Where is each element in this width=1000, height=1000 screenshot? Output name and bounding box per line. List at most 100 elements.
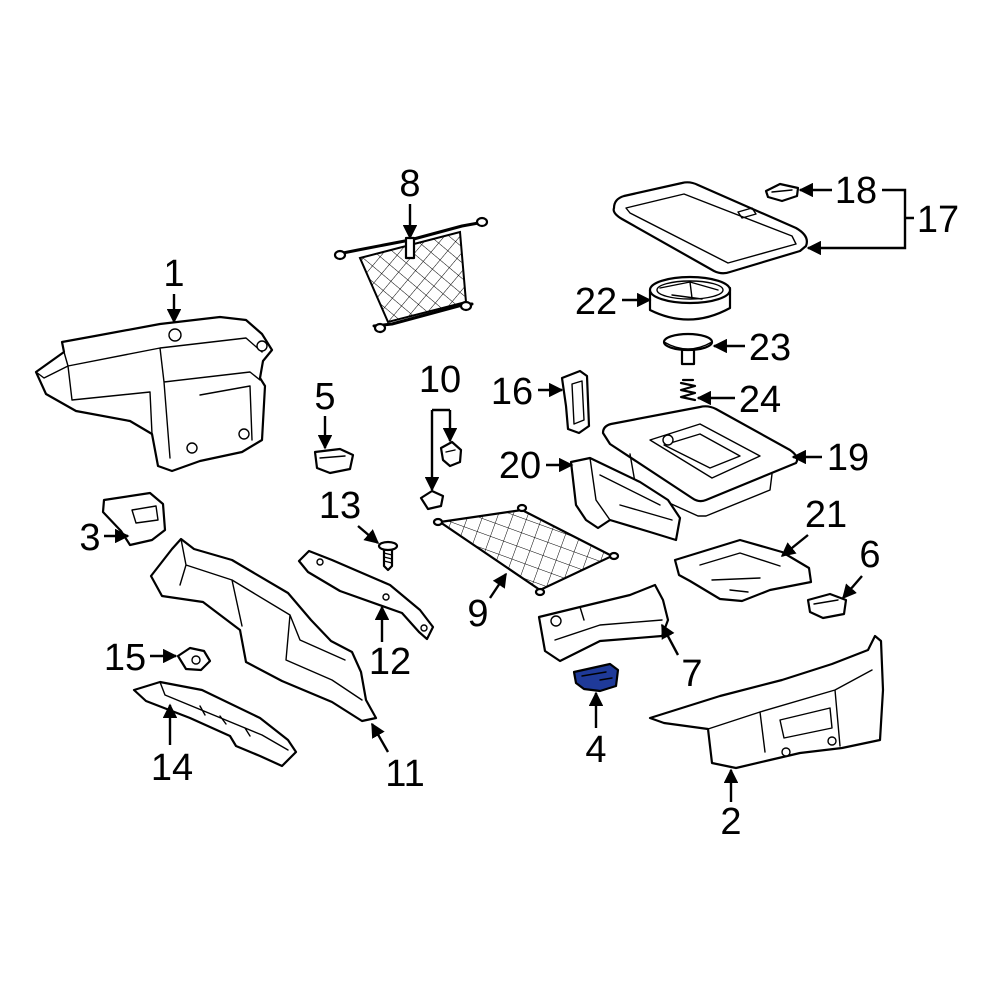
part-9-cargo-net-floor [432,503,620,597]
part-13-screw [377,540,399,572]
part-18-detail [771,189,793,193]
part-12-hole [382,593,390,601]
callout-label-5: 5 [314,376,335,418]
callout-label-3: 3 [79,517,100,559]
part-12-hole [316,558,324,566]
part-8-hook [475,216,489,228]
part-23-cap-underside [663,341,713,350]
part-20-detail [589,457,673,521]
part-7-hole [550,615,562,627]
part-1-hole [238,428,250,440]
part-4-outline [572,662,620,693]
callout-label-14: 14 [151,747,193,789]
part-9-hook [608,551,620,561]
part-9-mesh [437,508,615,592]
part-13-head [377,540,399,552]
part-8-hook [459,300,473,312]
part-14-detail [159,681,289,751]
part-17-tab [737,207,757,219]
callout-label-22: 22 [575,281,617,323]
part-1-hole [168,328,182,342]
callout-arrows [104,182,914,802]
part-11-side-trim-panel [149,537,378,723]
part-13-threads [383,552,393,564]
callout-arrow-7 [660,623,680,656]
callout-label-20: 20 [499,445,541,487]
callout-label-8: 8 [399,163,420,205]
part-8-center-tab [404,236,416,260]
part-12-rail [297,549,435,641]
part-2-hole [781,747,791,757]
part-15-clip [176,646,212,672]
part-24-coil [679,378,697,402]
part-16-slot [571,380,585,425]
part-1-side-trim-panel [34,315,274,473]
part-7-side-panel [537,583,670,663]
callout-label-1: 1 [163,253,184,295]
part-18-handle [764,182,800,203]
part-7-outline [537,583,670,663]
callout-label-9: 9 [467,593,488,635]
part-19-well [649,423,761,479]
callout-label-10: 10 [419,359,461,401]
part-10-upper-retainer [439,440,463,468]
part-8-cargo-net-vertical [333,216,489,334]
callout-label-7: 7 [681,653,702,695]
part-10-upper-detail [445,449,456,453]
callout-label-11: 11 [385,753,424,795]
part-15-center [191,655,201,665]
callout-label-24: 24 [739,379,781,421]
part-9-hook [432,517,444,527]
callout-bracket-17 [882,188,914,250]
part-23-hold-down-bolt [662,332,714,366]
part-19-rim [601,405,799,503]
part-16-bracket [560,369,591,435]
callout-label-4: 4 [585,729,606,771]
part-23-cap [662,332,714,352]
callout-label-6: 6 [859,534,880,576]
part-8-hook [333,249,347,261]
part-21-detail [699,552,781,593]
callout-label-13: 13 [319,485,361,527]
part-6-bracket [806,592,848,620]
part-22-dividers [659,281,719,300]
callout-label-12: 12 [369,641,411,683]
callout-label-17: 17 [917,199,959,241]
part-1-outline [34,315,274,473]
callout-label-23: 23 [749,327,791,369]
callout-arrow-13 [357,525,380,544]
part-5-detail [319,455,346,459]
callout-arrow-6 [842,575,863,600]
part-1-hole [256,340,268,352]
part-17-outline [612,181,808,275]
part-19-hole [662,434,674,446]
part-9-hook [534,587,546,597]
part-21-floor-panel [673,538,813,603]
part-1-detail [35,337,263,459]
part-21-outline [673,538,813,603]
part-10-lower-retainer [419,489,445,511]
part-18-outline [764,182,800,203]
part-22-storage-tray [648,275,732,321]
part-3-trim-cover [101,491,167,547]
part-17-floor-cover [612,181,808,275]
callout-label-15: 15 [104,637,146,679]
part-11-detail [179,538,363,701]
part-2-trunk-liner [648,634,885,770]
part-14-sill-strip [132,680,298,768]
callout-labels: 1 8 18 17 22 23 24 5 10 16 19 20 21 3 13… [79,163,959,843]
part-6-outline [806,592,848,620]
part-17-inner-edge [625,193,797,264]
part-8-hook [373,322,387,334]
part-14-outline [132,680,298,768]
callout-label-19: 19 [827,437,869,479]
part-24-spring [679,378,697,402]
part-4-detail [581,671,613,681]
callout-arrow-21 [780,534,809,557]
part-3-pocket [131,505,159,524]
part-4-highlighted-cover [572,662,620,693]
part-13-shaft [382,547,394,572]
part-1-hole [186,442,198,454]
callout-label-21: 21 [805,494,847,536]
